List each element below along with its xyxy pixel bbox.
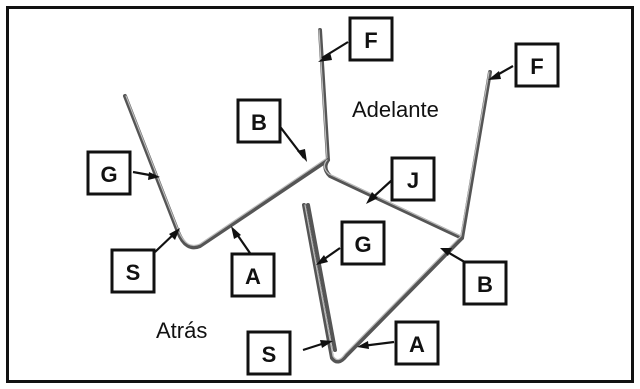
front-wire — [302, 70, 492, 364]
label-g-right: G — [340, 220, 386, 266]
label-b-right-text: B — [477, 272, 493, 297]
back-label: Atrás — [156, 318, 207, 343]
label-b-right: B — [462, 260, 508, 306]
label-f-right: F — [514, 42, 560, 88]
label-a-right: A — [394, 320, 440, 366]
label-g-left-text: G — [100, 162, 117, 187]
rear-wire — [123, 28, 464, 250]
label-f-top-text: F — [364, 28, 377, 53]
label-s-right-text: S — [262, 342, 277, 367]
label-j: J — [390, 156, 436, 202]
label-a-left: A — [230, 252, 276, 298]
label-g-left: G — [86, 150, 132, 196]
label-s-right: S — [246, 330, 292, 376]
label-s-left-text: S — [126, 260, 141, 285]
label-b-top: B — [236, 98, 282, 144]
front-label: Adelante — [352, 97, 439, 122]
label-f-top: F — [348, 16, 394, 62]
label-s-left: S — [110, 248, 156, 294]
label-j-text: J — [407, 168, 419, 193]
label-a-right-text: A — [409, 332, 425, 357]
leaders — [132, 41, 514, 352]
label-b-top-text: B — [251, 110, 267, 135]
label-a-left-text: A — [245, 264, 261, 289]
label-g-right-text: G — [354, 232, 371, 257]
label-f-right-text: F — [530, 54, 543, 79]
